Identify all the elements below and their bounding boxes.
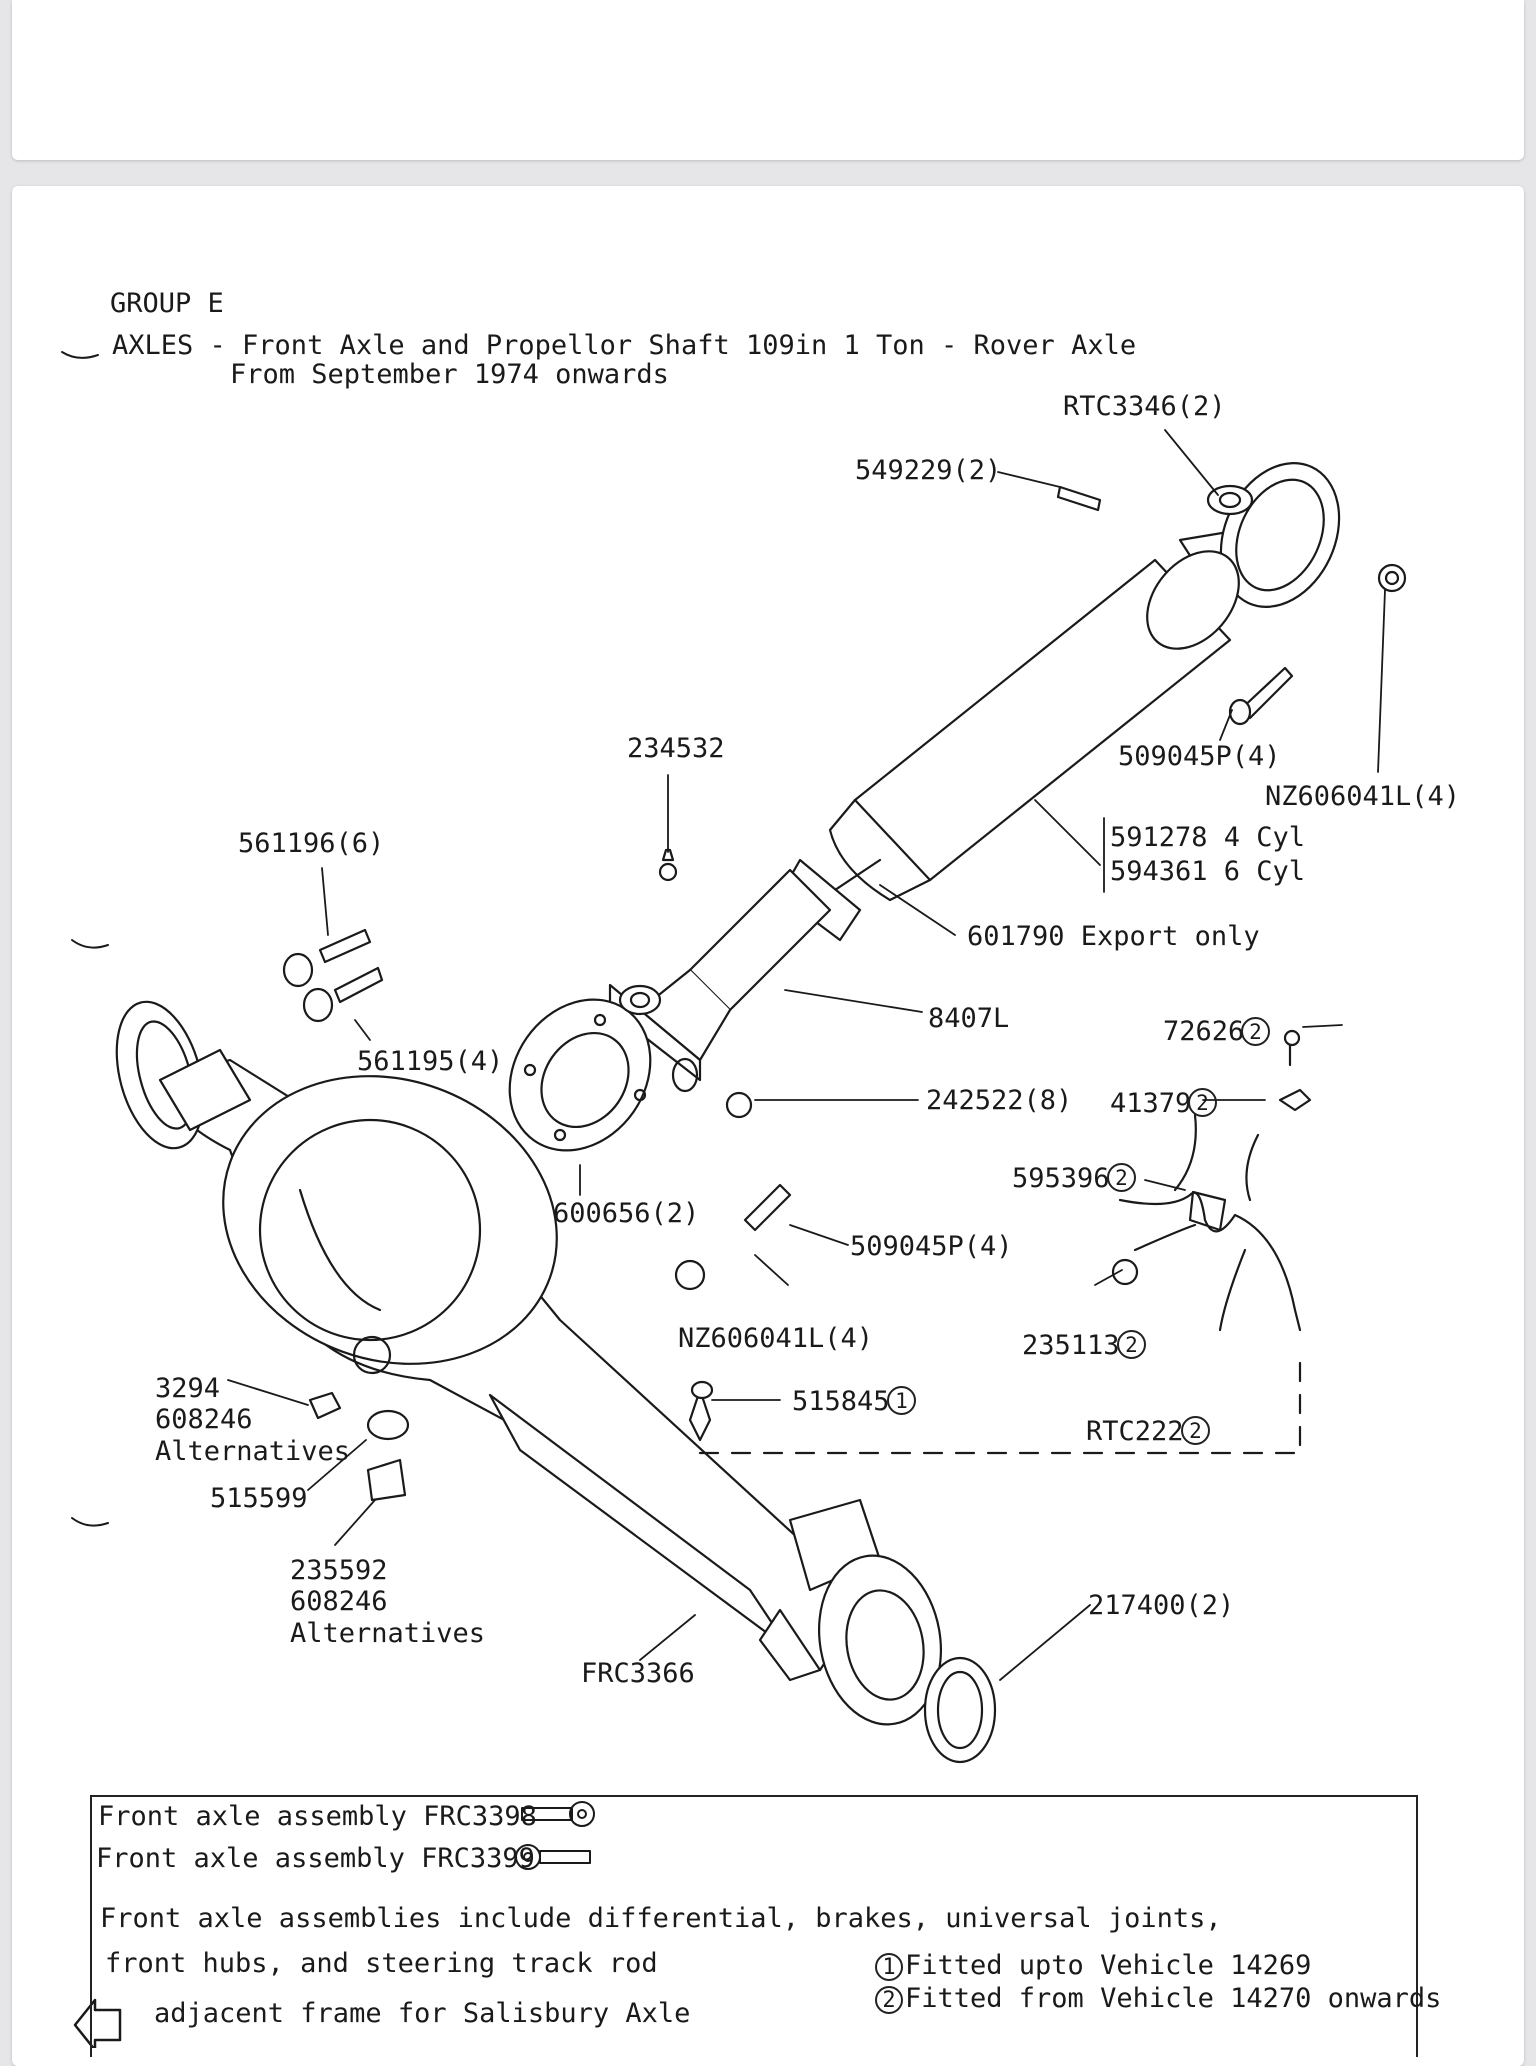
- part-label-rtc3346: RTC3346(2): [1063, 391, 1226, 422]
- part-label-rtc222: RTC222: [1086, 1416, 1184, 1447]
- page-subtitle: From September 1974 onwards: [230, 359, 669, 390]
- part-label-235113: 235113: [1022, 1330, 1120, 1361]
- page-title: AXLES - Front Axle and Propellor Shaft 1…: [112, 330, 1137, 361]
- marker-1-515845: 1: [887, 1386, 916, 1415]
- marker-2-icon: 2: [875, 1985, 903, 2014]
- part-label-595396: 595396: [1012, 1163, 1110, 1194]
- hoses-and-pipe: [698, 1113, 1302, 1455]
- small-parts: [282, 485, 1407, 1502]
- part-label-601790: 601790 Export only: [967, 921, 1260, 952]
- part-label-509045p-mid: 509045P(4): [850, 1231, 1013, 1262]
- legend-box: [90, 1795, 1418, 2057]
- marker-2-41379: 2: [1188, 1088, 1217, 1117]
- axle-housing: [115, 1000, 997, 1764]
- part-label-594361: 594361 6 Cyl: [1110, 856, 1306, 887]
- legend-note-line2: front hubs, and steering track rod: [105, 1948, 658, 1979]
- part-label-3294: 3294: [155, 1373, 221, 1404]
- alternatives-label-a: Alternatives: [155, 1436, 351, 1467]
- part-label-41379: 41379: [1110, 1088, 1192, 1119]
- part-label-549229: 549229(2): [855, 455, 1002, 486]
- leader-lines: [227, 429, 1386, 1681]
- part-label-591278: 591278 4 Cyl: [1110, 822, 1306, 853]
- part-label-608246-b: 608246: [290, 1586, 388, 1617]
- part-label-515599: 515599: [210, 1483, 308, 1514]
- legend-fitted-1-text: Fitted upto Vehicle 14269: [905, 1950, 1312, 1981]
- marker-2-rtc222: 2: [1181, 1416, 1210, 1445]
- part-label-242522: 242522(8): [926, 1085, 1073, 1116]
- part-label-235592: 235592: [290, 1555, 388, 1586]
- legend-adjacent-frame: adjacent frame for Salisbury Axle: [154, 1998, 691, 2029]
- propeller-shaft: [508, 462, 1341, 1152]
- legend-symbols: [61, 351, 595, 2048]
- part-label-515845: 515845: [792, 1386, 890, 1417]
- legend-assembly-frc3398: Front axle assembly FRC3398: [98, 1801, 537, 1832]
- part-label-nz606041l-top: NZ606041L(4): [1265, 781, 1461, 812]
- legend-assembly-frc3399: Front axle assembly FRC3399: [96, 1843, 535, 1874]
- legend-fitted-2-text: Fitted from Vehicle 14270 onwards: [905, 1983, 1442, 2014]
- part-label-217400: 217400(2): [1088, 1590, 1235, 1621]
- marker-2-235113: 2: [1117, 1330, 1146, 1359]
- part-label-600656: 600656(2): [553, 1198, 700, 1229]
- marker-2-72626: 2: [1241, 1017, 1270, 1046]
- alternatives-label-b: Alternatives: [290, 1618, 486, 1649]
- part-label-561195: 561195(4): [357, 1046, 504, 1077]
- part-label-nz606041l-mid: NZ606041L(4): [678, 1323, 874, 1354]
- top-page-card: [12, 0, 1524, 160]
- marker-1-icon: 1: [875, 1952, 903, 1981]
- group-heading: GROUP E: [110, 288, 224, 319]
- legend-note-line1: Front axle assemblies include differenti…: [100, 1903, 1222, 1934]
- part-label-608246-a: 608246: [155, 1404, 253, 1435]
- part-label-561196: 561196(6): [238, 828, 385, 859]
- part-label-509045p-top: 509045P(4): [1118, 741, 1281, 772]
- part-label-8407l: 8407L: [928, 1003, 1010, 1034]
- part-label-234532: 234532: [627, 733, 725, 764]
- part-label-frc3366: FRC3366: [581, 1658, 695, 1689]
- marker-2-595396: 2: [1107, 1163, 1136, 1192]
- part-label-72626: 72626: [1163, 1016, 1245, 1047]
